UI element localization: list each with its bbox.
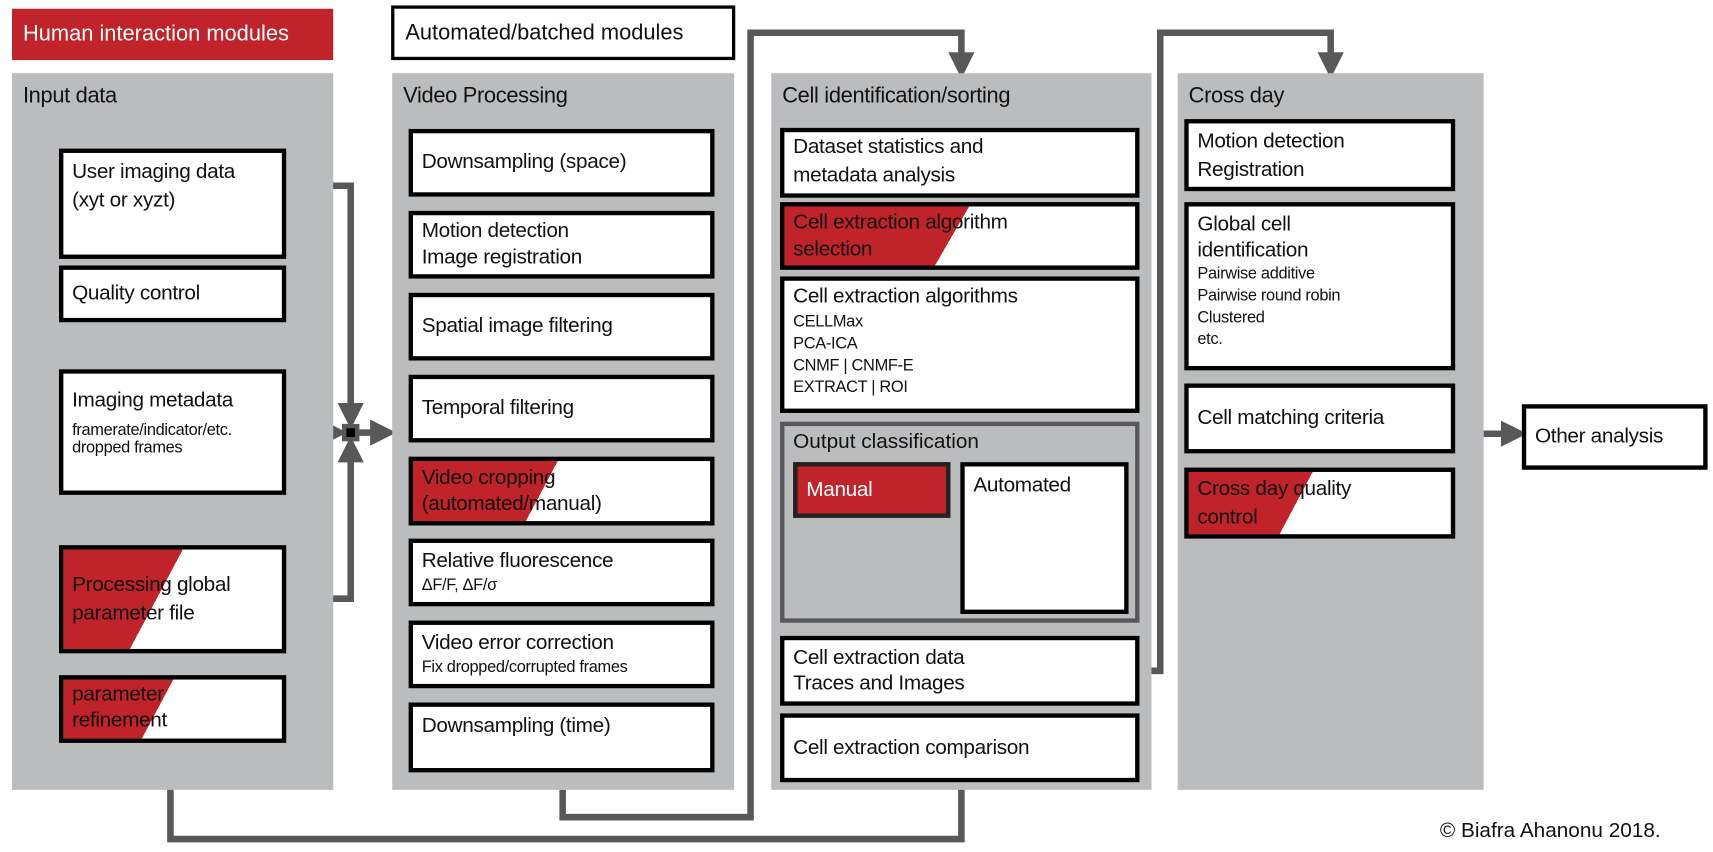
box-temporal-filtering: Temporal filtering <box>408 374 715 443</box>
box-video-cropping: Video cropping (automated/manual) <box>408 456 715 526</box>
algorithm-item: CELLMax <box>793 312 863 332</box>
arrow-comparison-to-refinement <box>157 737 965 843</box>
label: Traces and Images <box>793 671 965 695</box>
box-cell-matching-criteria: Cell matching criteria <box>1184 383 1456 454</box>
label: Spatial image filtering <box>421 314 613 338</box>
label: Temporal filtering <box>421 396 574 420</box>
label: Video error correction <box>421 631 614 655</box>
label: Downsampling (space) <box>421 150 627 174</box>
label: Processing global <box>72 573 231 596</box>
label: Automated <box>973 474 1071 498</box>
method-item: etc. <box>1197 329 1223 349</box>
label: (xyt or xyzt) <box>72 189 176 212</box>
label: control <box>1197 505 1258 529</box>
arrow-video-to-cell-id <box>559 29 975 821</box>
label: framerate/indicator/etc. <box>72 420 232 440</box>
label: Manual <box>806 477 873 501</box>
box-imaging-metadata: Imaging metadata framerate/indicator/etc… <box>58 369 287 495</box>
box-global-cell-identification: Global cell identification Pairwise addi… <box>1184 202 1456 371</box>
label: Video cropping <box>421 465 556 489</box>
label: Cell matching criteria <box>1197 406 1384 430</box>
box-cross-day-quality-control: Cross day quality control <box>1184 467 1456 539</box>
algorithm-item: CNMF | CNMF-E <box>793 356 914 375</box>
label: dropped frames <box>72 438 183 457</box>
label: Downsampling (time) <box>421 714 611 738</box>
label: Imaging metadata <box>72 388 234 412</box>
label: ΔF/F, ΔF/σ <box>421 575 497 595</box>
box-downsampling-space: Downsampling (space) <box>408 128 715 197</box>
box-manual-classification: Manual <box>793 462 951 518</box>
box-parameter-refinement: parameter refinement <box>58 675 287 743</box>
label: Global cell <box>1197 213 1291 236</box>
label: Other analysis <box>1534 424 1664 448</box>
box-other-analysis: Other analysis <box>1521 404 1708 470</box>
label: selection <box>793 238 873 262</box>
panel-title: Cell identification/sorting <box>782 84 1011 109</box>
legend-human-interaction: Human interaction modules <box>12 8 334 61</box>
box-quality-control: Quality control <box>58 265 287 323</box>
box-cell-extraction-comparison: Cell extraction comparison <box>780 713 1140 783</box>
label: Dataset statistics and <box>793 134 984 158</box>
algorithm-item: EXTRACT | ROI <box>793 378 908 397</box>
label: identification <box>1197 239 1309 263</box>
panel-title: Cross day <box>1188 84 1285 109</box>
label: (automated/manual) <box>421 492 602 516</box>
label: parameter file <box>72 601 195 625</box>
algorithm-item: PCA-ICA <box>793 334 858 353</box>
panel-title: Video Processing <box>403 84 568 109</box>
label: Registration <box>1197 158 1305 182</box>
label: Output classification <box>793 430 979 454</box>
arrow-cell-data-to-cross-day <box>1139 29 1344 675</box>
junction-node <box>341 423 360 442</box>
legend-automated: Automated/batched modules <box>391 5 736 61</box>
label: Cell extraction algorithm <box>793 210 1008 234</box>
label: Motion detection <box>421 219 569 243</box>
panel-title: Input data <box>22 84 117 109</box>
label: Relative fluorescence <box>421 549 614 573</box>
label: parameter <box>72 682 164 706</box>
box-processing-global-parameter-file: Processing global parameter file <box>58 545 287 654</box>
label: Quality control <box>72 281 200 305</box>
method-item: Clustered <box>1197 308 1265 327</box>
copyright-text: © Biafra Ahanonu 2018. <box>1439 819 1661 843</box>
label: Cell extraction comparison <box>793 735 1030 759</box>
box-user-imaging-data: User imaging data (xyt or xyzt) <box>58 148 287 259</box>
label: Cell extraction algorithms <box>793 285 1018 309</box>
box-cell-extraction-algorithms: Cell extraction algorithms CELLMax PCA-I… <box>780 276 1140 413</box>
method-item: Pairwise additive <box>1197 264 1315 283</box>
label: Cell extraction data <box>793 646 965 670</box>
box-spatial-filtering: Spatial image filtering <box>408 292 715 361</box>
label: Motion detection <box>1197 130 1345 153</box>
label: refinement <box>72 709 167 732</box>
method-item: Pairwise round robin <box>1197 286 1341 305</box>
label: Fix dropped/corrupted frames <box>421 657 628 677</box>
label: User imaging data <box>72 160 235 184</box>
label: metadata analysis <box>793 163 955 187</box>
box-downsampling-time: Downsampling (time) <box>408 702 715 773</box>
box-automated-classification: Automated <box>960 462 1129 614</box>
label: Image registration <box>421 245 583 269</box>
label: Cross day quality <box>1197 476 1352 500</box>
box-algorithm-selection: Cell extraction algorithm selection <box>780 202 1140 270</box>
box-dataset-statistics: Dataset statistics and metadata analysis <box>780 127 1140 198</box>
